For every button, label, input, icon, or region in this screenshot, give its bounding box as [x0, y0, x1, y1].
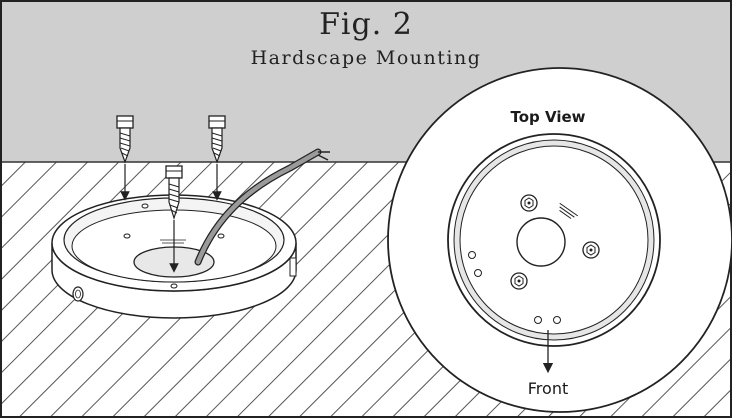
- small-hole: [553, 316, 561, 324]
- figure-title: Fig. 2: [319, 7, 413, 42]
- small-hole: [468, 251, 476, 259]
- power-cable-icon: [194, 148, 330, 266]
- figure-subtitle: Hardscape Mounting: [251, 47, 482, 69]
- top-view-heading: Top View: [510, 108, 585, 126]
- label-marks: [559, 202, 579, 219]
- floor-label: [158, 238, 188, 245]
- mount-boss: [582, 241, 600, 259]
- lag-screw-icon: [116, 115, 134, 164]
- top-view-inset: Top View: [387, 67, 732, 413]
- mount-hole: [170, 283, 178, 289]
- mount-hole: [217, 233, 225, 239]
- center-hole: [516, 217, 566, 267]
- front-label: Front: [528, 379, 568, 398]
- small-hole: [534, 316, 542, 324]
- mount-hole: [141, 203, 149, 209]
- mount-hole: [123, 233, 131, 239]
- lag-screw-icon: [165, 165, 183, 221]
- small-hole: [474, 269, 482, 277]
- mount-boss: [510, 272, 528, 290]
- lag-screw-icon: [208, 115, 226, 164]
- mount-boss: [520, 194, 538, 212]
